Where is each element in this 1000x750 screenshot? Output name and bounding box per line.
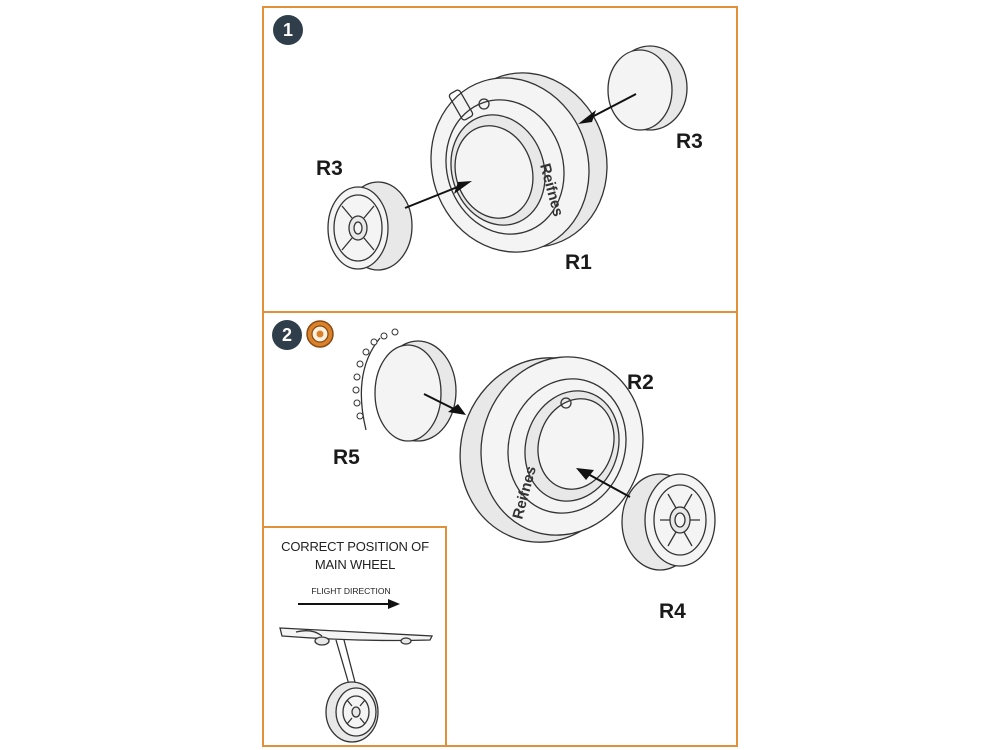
step-1-badge: 1 <box>273 15 303 45</box>
resin-part-icon <box>306 320 334 348</box>
cap-r5 <box>352 328 457 442</box>
step-2-badge: 2 <box>272 320 302 350</box>
inset-title-line2: MAIN WHEEL <box>314 557 396 572</box>
inset-title: CORRECT POSITION OF MAIN WHEEL <box>270 538 440 574</box>
inset-wheel <box>325 681 379 743</box>
label-r4: R4 <box>659 600 686 623</box>
hub-r3-left <box>327 181 413 271</box>
tire-r2: Reifnes <box>459 356 644 543</box>
hub-r4 <box>621 473 716 571</box>
tire-r1: Reifnes <box>430 72 608 253</box>
flight-direction-arrow <box>298 599 400 609</box>
label-r1: R1 <box>565 251 592 274</box>
label-r5: R5 <box>333 446 360 469</box>
label-r3-right: R3 <box>676 130 703 153</box>
label-r2: R2 <box>627 371 654 394</box>
inset-title-line1: CORRECT POSITION OF <box>281 539 429 554</box>
hub-r3-right <box>607 45 688 131</box>
label-r3-left: R3 <box>316 157 343 180</box>
flight-direction-label: FLIGHT DIRECTION <box>311 586 391 596</box>
